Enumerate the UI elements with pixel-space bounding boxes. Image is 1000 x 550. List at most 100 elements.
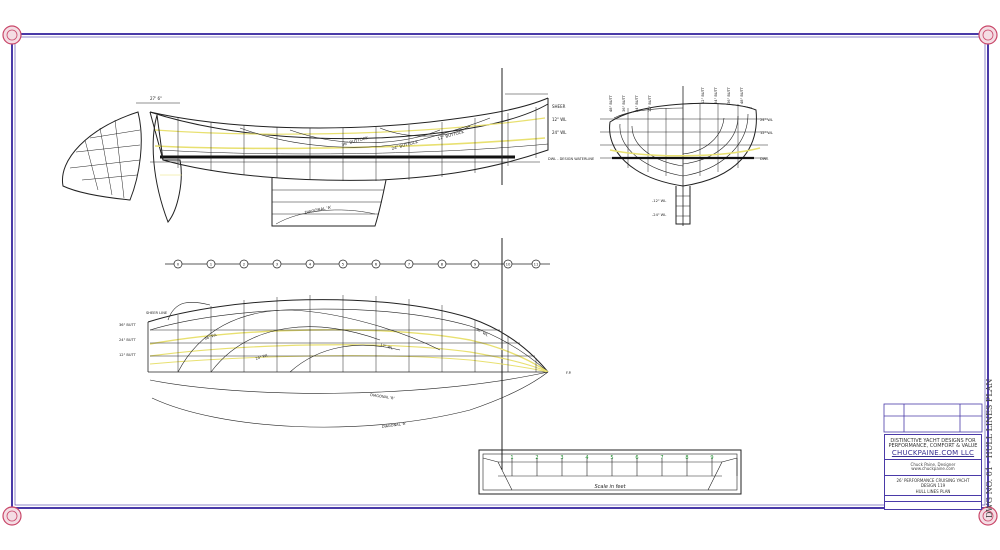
scale-number: 2 (535, 455, 538, 461)
station-number: 0 (177, 262, 180, 267)
station-marker (206, 259, 216, 269)
body-plan-keel (675, 186, 691, 225)
profile-wl2-label: 24" WL (552, 130, 567, 135)
station-marker (437, 259, 447, 269)
station-marker (173, 259, 183, 269)
profile-butt-label-2: 24" BUTTOCK (391, 139, 419, 151)
station-ruler: 0 1 2 3 4 5 6 7 8 9 10 11 (165, 238, 550, 470)
body-butt-label-3: 24" BUTT (635, 94, 639, 112)
scale-caption: Scale in feet (594, 484, 626, 490)
body-wl1-label: 24" WL (760, 118, 773, 122)
plan-butt-label-3: 12" BUTT (119, 353, 137, 357)
scale-bar-frame (478, 449, 742, 495)
title-block-contact2: www.chuckpaine.com (911, 466, 955, 471)
station-number: 2 (243, 262, 246, 267)
half-breadth-plan: 36" BUTT 24" BUTT 12" BUTT SHEER LINE 36… (119, 295, 572, 429)
scale-number: 8 (685, 455, 688, 461)
plan-butt-label-2: 24" BUTT (119, 338, 137, 342)
title-block-drawing: HULL LINES PLAN (915, 489, 951, 494)
scale-number: 1 (510, 455, 513, 461)
profile-rudder (152, 114, 182, 223)
body-plan: 48" BUTT 36" BUTT 24" BUTT 12" BUTT 12" … (600, 86, 773, 226)
body-d2-label: -24" WL (652, 213, 666, 217)
body-butt-label-6: 24" BUTT (714, 86, 718, 104)
body-d1-label: -12" WL (652, 199, 666, 203)
plan-wl4-label: 36" WL (476, 327, 489, 337)
body-wl2-label: 12" WL (760, 131, 773, 135)
plan-wl1-label: 36" WL (204, 333, 218, 341)
station-marker (470, 259, 480, 269)
body-butt-label-1: 48" BUTT (609, 94, 613, 112)
profile-butt-label-1: 36" BUTTOCK (341, 135, 369, 147)
body-butt-label-7: 36" BUTT (727, 86, 731, 104)
plan-diag-b-label: DIAGONAL 'B' (370, 393, 395, 400)
station-marker (404, 259, 414, 269)
body-butt-label-5: 12" BUTT (701, 86, 705, 104)
title-block-firm: CHUCKPAINE.COM LLC (891, 449, 975, 457)
plan-diagonal-b (149, 371, 549, 394)
station-number: 11 (534, 262, 539, 267)
profile-deck-line (149, 103, 549, 140)
station-marker (338, 259, 348, 269)
profile-keel (271, 178, 387, 227)
scale-number: 9 (710, 455, 713, 461)
body-butt-label-8: 48" BUTT (740, 86, 744, 104)
station-number: 1 (210, 262, 213, 267)
profile-dwl-label: DWL - DESIGN WATERLINE (548, 157, 594, 161)
station-number: 6 (375, 262, 378, 267)
station-marker (239, 259, 249, 269)
station-number: 10 (506, 262, 511, 267)
profile-butt-label-3: 12" BUTTOCK (437, 129, 465, 141)
plan-fp-label: F.P. (566, 371, 572, 375)
plan-wl3-label: 12" WL (380, 343, 394, 350)
title-block-contact1: Chuck Paine, Designer (910, 462, 956, 467)
station-marker (272, 259, 282, 269)
scale-number: 4 (585, 455, 588, 461)
profile-top-dim: 27' 6" (150, 96, 162, 101)
station-number: 4 (309, 262, 312, 267)
profile-wl1-label: 12" WL (552, 117, 567, 122)
body-butt-label-2: 36" BUTT (622, 94, 626, 112)
corner-ornament-bottom-left (2, 506, 22, 526)
plan-wl2-label: 24" WL (255, 353, 269, 361)
scale-bar: 1 2 3 4 5 6 7 8 9 Scale in feet (478, 449, 742, 495)
corner-ornament-bottom-right (978, 506, 998, 526)
station-number: 7 (408, 262, 411, 267)
corner-ornament-top-left (2, 25, 22, 45)
revision-block (883, 403, 983, 433)
plan-butt-label-1: 36" BUTT (119, 323, 137, 327)
profile-view: DIAGONAL 'A' 36" BUTTOCK 24" BUTTOCK 12"… (61, 68, 594, 227)
scale-number: 6 (635, 455, 638, 461)
sheet-id-label: DWG NO. 01 - HULL LINES PLAN (985, 378, 994, 518)
profile-sheer-line (149, 97, 549, 129)
corner-ornament-top-right (978, 25, 998, 45)
title-block-project2: DESIGN 119 (920, 483, 946, 488)
station-number: 8 (441, 262, 444, 267)
station-marker (371, 259, 381, 269)
station-number: 9 (474, 262, 477, 267)
plan-top-label: SHEER LINE (146, 311, 168, 315)
station-number: 3 (276, 262, 279, 267)
title-block-line2: PERFORMANCE, COMFORT & VALUE (888, 443, 978, 449)
station-number: 5 (342, 262, 345, 267)
scale-number: 7 (660, 455, 663, 461)
body-plan-outline (609, 102, 757, 187)
title-block: DISTINCTIVE YACHT DESIGNS FOR PERFORMANC… (884, 434, 982, 510)
plan-diagonal-a (151, 371, 549, 428)
scale-number: 5 (610, 455, 613, 461)
title-block-project1: 26' PERFORMANCE CRUISING YACHT (896, 478, 970, 483)
body-dwl-label: DWL (760, 157, 768, 161)
sheet-border (11, 33, 989, 509)
profile-sheer-label: SHEER (552, 104, 566, 109)
sheet-inner-border (14, 36, 986, 506)
station-marker (531, 259, 541, 269)
plan-diag-a-label: DIAGONAL 'A' (382, 422, 407, 429)
title-block-line1: DISTINCTIVE YACHT DESIGNS FOR (890, 438, 976, 444)
profile-keel-label: DIAGONAL 'A' (304, 204, 332, 215)
transom-section (61, 111, 142, 201)
station-marker (305, 259, 315, 269)
plan-sheer-line (147, 299, 549, 373)
scale-number: 3 (560, 455, 563, 461)
station-marker (503, 259, 513, 269)
